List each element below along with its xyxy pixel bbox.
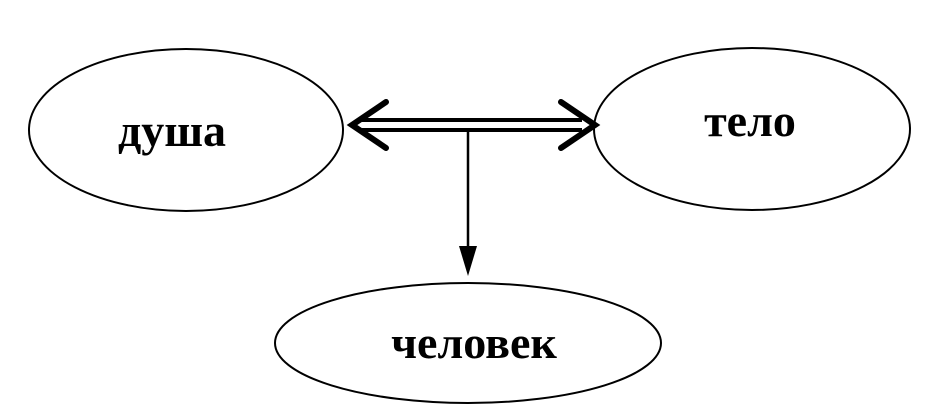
soul-body-double-arrow bbox=[346, 99, 601, 151]
node-body: тело bbox=[593, 47, 911, 211]
node-human: человек bbox=[274, 282, 662, 404]
node-soul-label: душа bbox=[118, 105, 226, 156]
link-to-human-arrow bbox=[459, 130, 477, 276]
node-soul-ellipse bbox=[28, 48, 344, 212]
down-arrow-head bbox=[459, 246, 477, 276]
double-arrow-head-right bbox=[558, 99, 601, 151]
double-arrow-head-left bbox=[346, 99, 389, 151]
node-human-label: человек bbox=[391, 317, 557, 368]
node-body-label: тело bbox=[704, 95, 796, 146]
node-human-ellipse bbox=[274, 282, 662, 404]
node-soul: душа bbox=[28, 48, 344, 212]
